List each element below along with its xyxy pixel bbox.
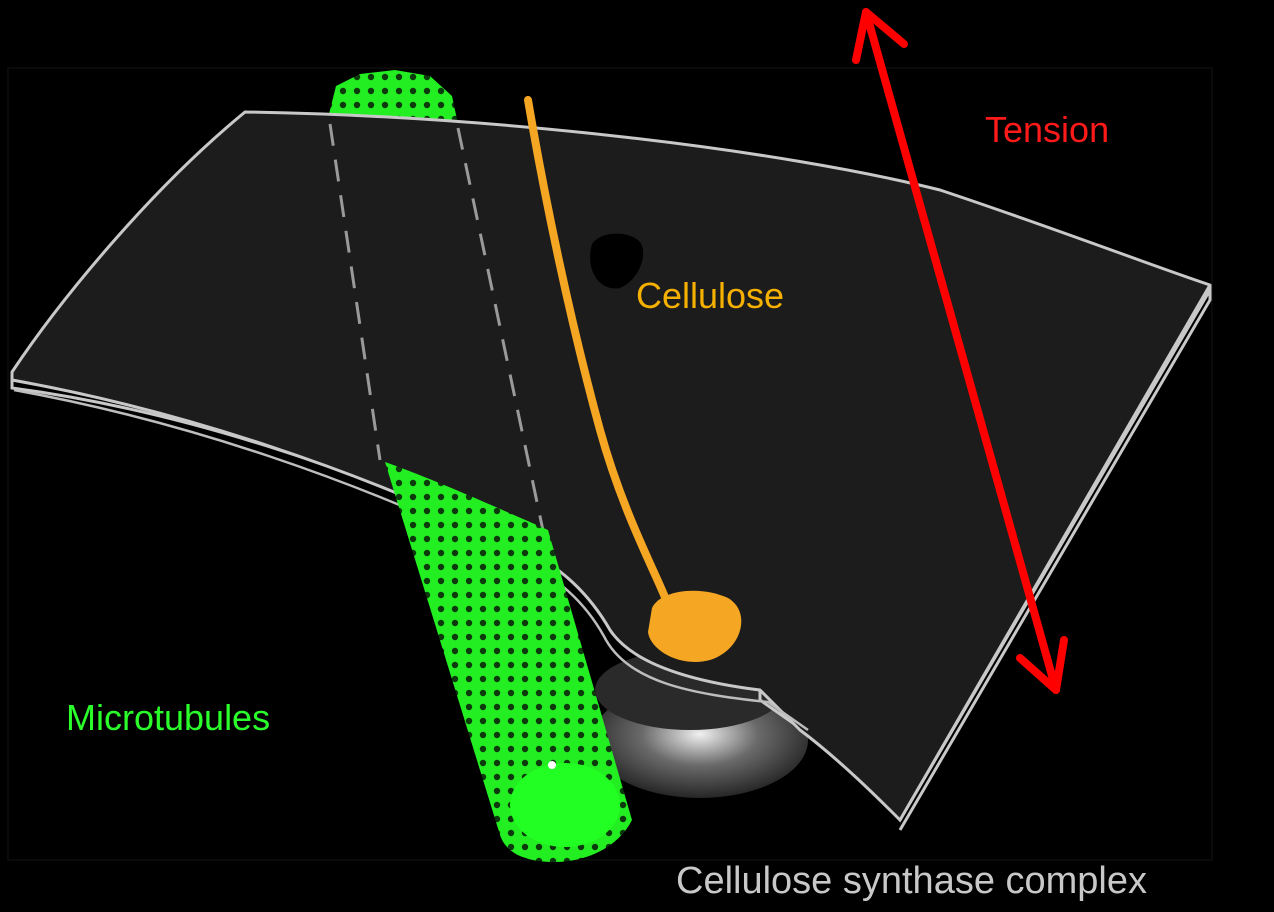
microtubules-label: Microtubules [66,700,270,736]
tension-label: Tension [985,112,1109,148]
cellulose-synthase-complex-label: Cellulose synthase complex [676,862,1147,900]
cellulose-label: Cellulose [636,278,784,314]
